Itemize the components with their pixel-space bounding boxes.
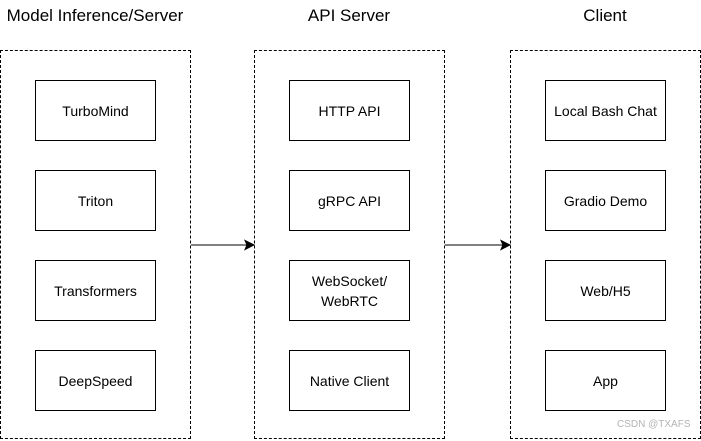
node-http-api: HTTP API: [289, 80, 410, 141]
node-triton: Triton: [35, 170, 156, 231]
node-turbomind: TurboMind: [35, 80, 156, 141]
node-transformers: Transformers: [35, 260, 156, 321]
node-websocket-webrtc: WebSocket/ WebRTC: [289, 260, 410, 321]
node-local-bash-chat: Local Bash Chat: [545, 80, 666, 141]
group-model-inference-server: [0, 50, 191, 439]
column-title-api-server: API Server: [307, 6, 391, 25]
node-native-client: Native Client: [289, 350, 410, 411]
watermark: CSDN @TXAFS: [617, 419, 691, 430]
node-web-h5: Web/H5: [545, 260, 666, 321]
column-title-model-inference-server: Model Inference/Server: [6, 6, 184, 25]
node-deepspeed: DeepSpeed: [35, 350, 156, 411]
node-app: App: [545, 350, 666, 411]
node-gradio-demo: Gradio Demo: [545, 170, 666, 231]
node-grpc-api: gRPC API: [289, 170, 410, 231]
arrow-model-to-api: [191, 239, 256, 251]
column-title-client: Client: [583, 6, 627, 25]
arrow-api-to-client: [445, 239, 512, 251]
group-api-server: [254, 50, 445, 439]
